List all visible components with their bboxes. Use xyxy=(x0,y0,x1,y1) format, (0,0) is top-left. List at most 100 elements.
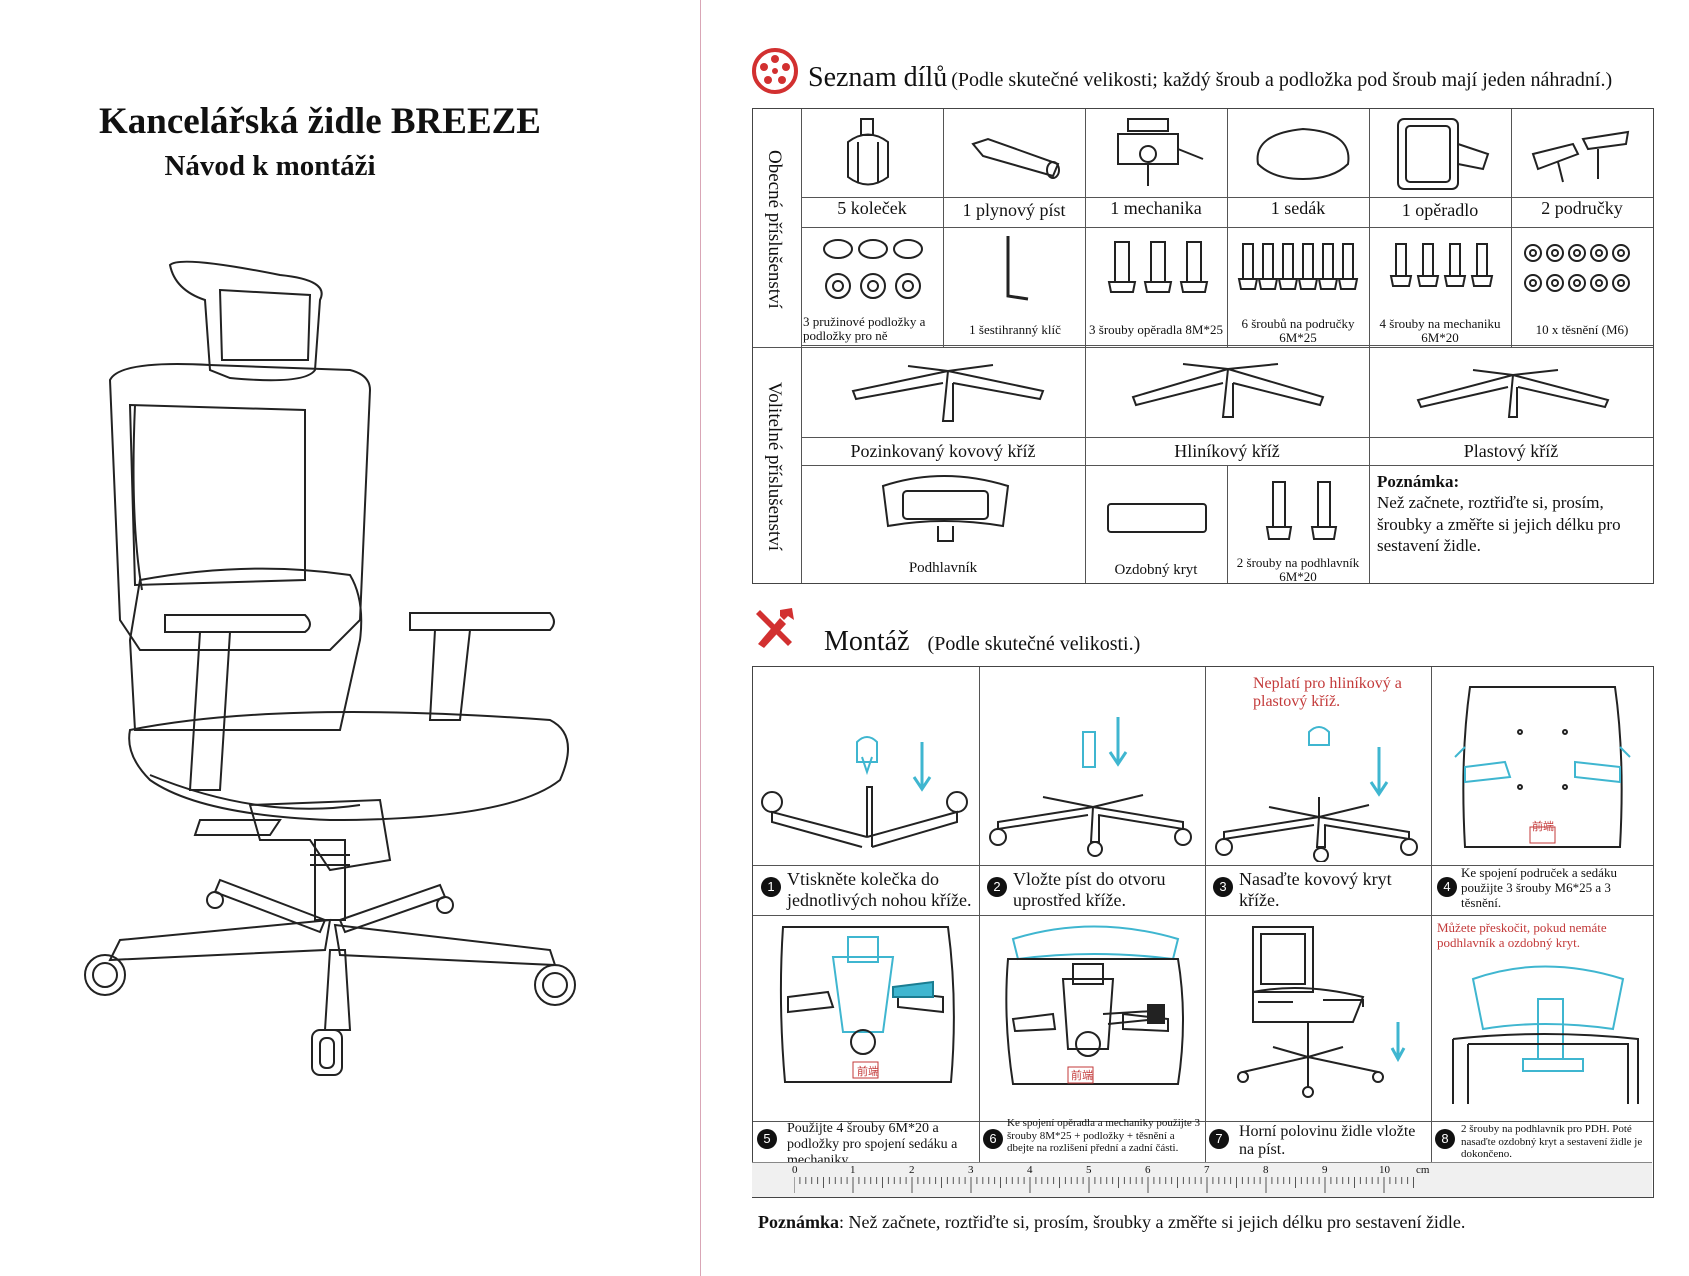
assembly-heading: Montáž (Podle skutečné velikosti.) xyxy=(824,626,1140,658)
part-casters: 5 koleček xyxy=(837,198,907,218)
headrest-screws-icon xyxy=(1265,481,1338,540)
step-number-6: 6 xyxy=(983,1129,1003,1149)
step2-text: Vložte píst do otvoru uprostřed kříže. xyxy=(1013,869,1166,910)
part-mechanism: 1 mechanika xyxy=(1110,198,1202,218)
part-seals: 10 x těsnění (M6) xyxy=(1535,322,1629,337)
part-gas-piston: 1 plynový píst xyxy=(962,200,1066,220)
step6-seat-stamp: 前端 xyxy=(1071,1070,1093,1082)
step-number-1: 1 xyxy=(761,877,781,897)
ruler-label: 0 xyxy=(792,1164,798,1176)
footer-note-text: : Než začnete, roztřiďte si, prosím, šro… xyxy=(839,1212,1466,1232)
ruler-label: 1 xyxy=(850,1164,856,1176)
assembly-title: Montáž xyxy=(824,626,910,657)
part-backrest: 1 opěradlo xyxy=(1401,200,1479,220)
plastic-base-icon xyxy=(1416,369,1610,418)
ruler-label: 10 xyxy=(1379,1164,1390,1176)
ruler-label: 3 xyxy=(968,1164,974,1176)
galvanized-base-icon xyxy=(851,364,1045,422)
step4-seat-stamp: 前端 xyxy=(1532,821,1554,833)
backrest-icon xyxy=(1397,118,1490,190)
step6-illustration xyxy=(1005,925,1184,1085)
step2-illustration xyxy=(989,717,1192,857)
mechanism-screws-icon xyxy=(1389,243,1494,287)
spring-washer-icon xyxy=(823,239,923,299)
base-galvanized: Pozinkovaný kovový kříž xyxy=(850,441,1036,461)
parts-list-title: Seznam dílů xyxy=(808,62,948,93)
step7-text: Horní polovinu židle vložte na píst. xyxy=(1239,1123,1416,1159)
remark-title: Poznámka: xyxy=(1377,472,1460,491)
chair-illustration xyxy=(84,260,576,1076)
part-backrest-screws: 3 šrouby opěradla 8M*25 xyxy=(1089,322,1223,337)
armrest-screws-icon xyxy=(1237,243,1359,290)
document-title: Kancelářská židle BREEZE xyxy=(99,101,541,142)
seals-icon xyxy=(1524,244,1630,292)
step1-text: Vtiskněte kolečka do jednotlivých nohou … xyxy=(787,869,972,910)
base-plastic: Plastový kříž xyxy=(1463,441,1559,461)
aluminum-base-icon xyxy=(1131,363,1325,418)
mechanism-icon xyxy=(1117,118,1204,186)
step1-illustration xyxy=(761,736,968,848)
step3-text: Nasaďte kovový kryt kříže. xyxy=(1239,869,1392,910)
part-armrest-screws: 6 šroubů na područky 6M*25 xyxy=(1241,316,1355,346)
parts-table: Obecné příslušenství Volitelné příslušen… xyxy=(752,108,1654,584)
step4-text: Ke spojení područek a sedáku použijte 3 … xyxy=(1461,865,1617,910)
step8-warning: Můžete přeskočit, pokud nemáte podhlavní… xyxy=(1437,920,1607,950)
step4-illustration xyxy=(1454,686,1631,848)
decorative-cover-icon xyxy=(1107,503,1207,533)
optional-accessories-label: Volitelné příslušenství xyxy=(764,381,785,552)
ruler-label: 5 xyxy=(1086,1164,1092,1176)
optional-headrest: Podhlavník xyxy=(908,560,978,576)
assembly-grid: Neplatí pro hliníkový a plastový kříž. 前… xyxy=(752,666,1654,1198)
part-mechanism-screws: 4 šrouby na mechaniku 6M*20 xyxy=(1379,316,1501,346)
step-number-2: 2 xyxy=(987,877,1007,897)
ruler-label: 7 xyxy=(1204,1164,1210,1176)
parts-icon xyxy=(752,48,798,94)
footer-note: Poznámka: Než začnete, roztřiďte si, pro… xyxy=(758,1212,1465,1233)
general-accessories-label: Obecné příslušenství xyxy=(764,149,785,309)
optional-decorative-cover: Ozdobný kryt xyxy=(1114,562,1198,578)
hex-key-icon xyxy=(1006,236,1029,301)
seat-icon xyxy=(1256,127,1350,181)
step5-illustration xyxy=(779,926,955,1083)
ruler-label: 2 xyxy=(909,1164,915,1176)
ruler-label: 4 xyxy=(1027,1164,1033,1176)
parts-list-note: (Podle skutečné velikosti; každý šroub a… xyxy=(951,69,1613,91)
step-number-7: 7 xyxy=(1209,1129,1229,1149)
ruler-label: 8 xyxy=(1263,1164,1269,1176)
part-armrests: 2 područky xyxy=(1541,198,1623,218)
gas-piston-icon xyxy=(971,137,1060,179)
ruler-unit: cm xyxy=(1416,1164,1430,1176)
part-spring-washers: 3 pružinové podložky a podložky pro ně xyxy=(803,314,926,344)
measurement-ruler: 0 1 2 3 4 5 6 7 8 9 10 cm xyxy=(752,1162,1652,1197)
parts-list-heading: Seznam dílů (Podle skutečné velikosti; k… xyxy=(808,62,1612,94)
caster-icon xyxy=(847,118,889,186)
part-seat: 1 sedák xyxy=(1270,198,1326,218)
optional-headrest-screws: 2 šrouby na podhlavník 6M*20 xyxy=(1236,555,1360,585)
step8-text: 2 šrouby na podhlavník pro PDH. Poté nas… xyxy=(1461,1123,1643,1161)
base-aluminum: Hliníkový kříž xyxy=(1174,441,1280,461)
step-number-3: 3 xyxy=(1213,877,1233,897)
part-hex-key: 1 šestihranný klíč xyxy=(969,322,1061,337)
step-number-5: 5 xyxy=(757,1129,777,1149)
step-number-4: 4 xyxy=(1437,877,1457,897)
tools-icon xyxy=(756,608,794,648)
step8-illustration xyxy=(1452,965,1639,1104)
page-divider xyxy=(700,0,701,1276)
step6-text: Ke spojení opěradla a mechaniky použijte… xyxy=(1007,1117,1201,1155)
armrests-icon xyxy=(1531,130,1630,183)
step3-illustration xyxy=(1215,726,1418,862)
remark-box: Poznámka: Než začnete, roztřiďte si, pro… xyxy=(1377,471,1647,556)
ruler-label: 6 xyxy=(1145,1164,1151,1176)
document-subtitle: Návod k montáži xyxy=(164,150,376,182)
footer-note-label: Poznámka xyxy=(758,1212,839,1232)
step7-illustration xyxy=(1237,926,1406,1098)
headrest-icon xyxy=(881,475,1010,542)
ruler-ticks xyxy=(794,1177,1414,1193)
step-number-8: 8 xyxy=(1435,1129,1455,1149)
ruler-label: 9 xyxy=(1322,1164,1328,1176)
step5-seat-stamp: 前端 xyxy=(857,1066,879,1078)
step3-warning: Neplatí pro hliníkový a plastový kříž. xyxy=(1253,675,1402,711)
remark-text: Než začnete, roztřiďte si, prosím, šroub… xyxy=(1377,493,1621,555)
assembly-note: (Podle skutečné velikosti.) xyxy=(927,633,1141,655)
backrest-screws-icon xyxy=(1107,241,1209,293)
